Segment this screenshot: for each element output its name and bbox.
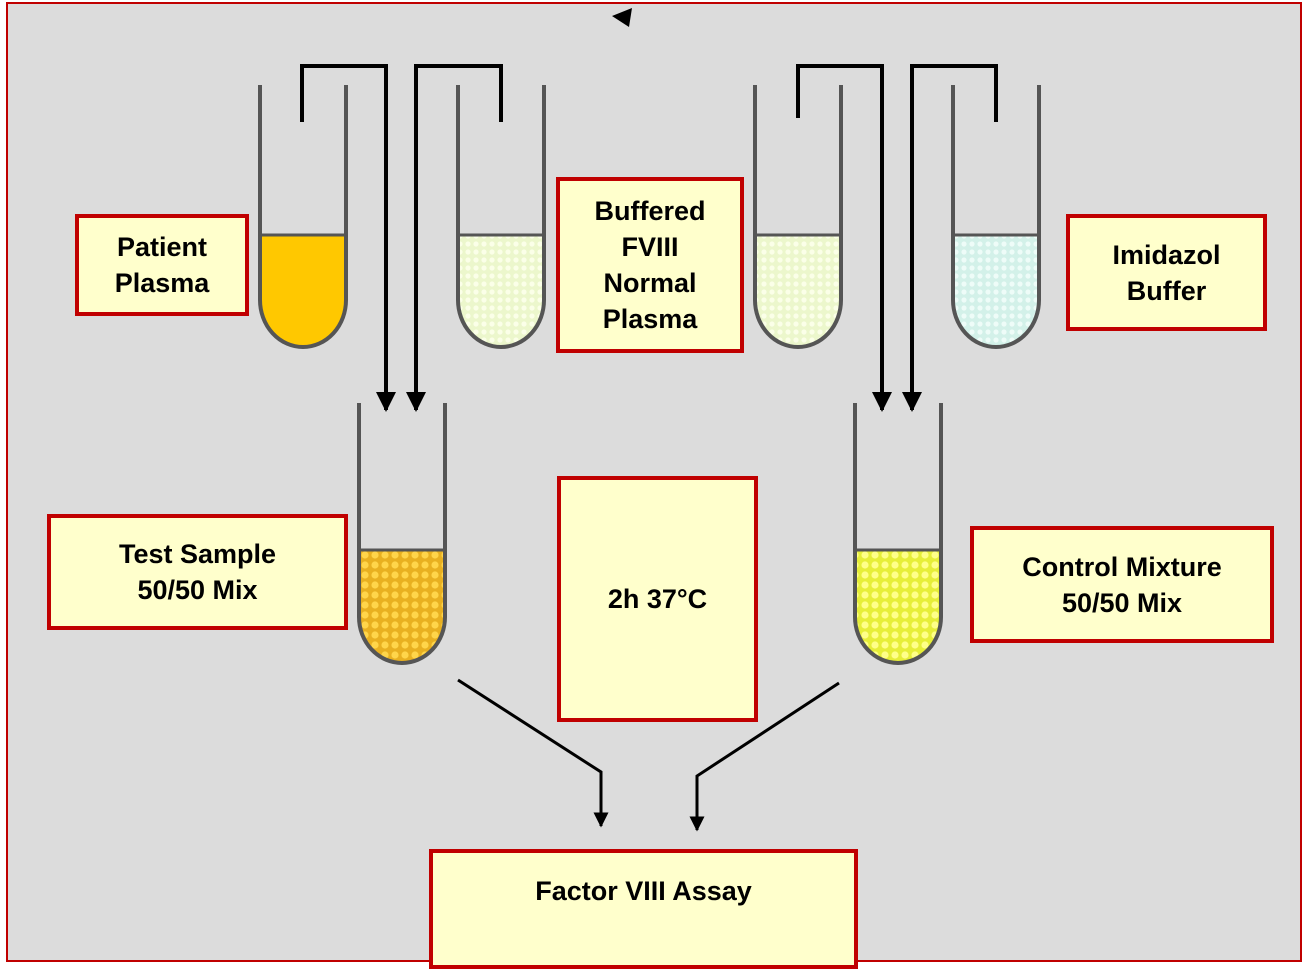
imidazol-buffer-label: Imidazol Buffer [1066, 214, 1267, 331]
tube-test-sample [357, 403, 447, 665]
top-arrowhead-icon [612, 8, 632, 27]
pipette-lines-right [796, 64, 998, 412]
tube-imidazol-buffer [951, 85, 1041, 349]
tube-normal-plasma-left [456, 85, 546, 349]
buffered-normal-plasma-label: Buffered FVIII Normal Plasma [556, 177, 744, 353]
test-sample-label: Test Sample 50/50 Mix [47, 514, 348, 630]
tube-patient-plasma [258, 85, 348, 349]
tube-normal-plasma-right [753, 85, 843, 349]
patient-plasma-label: Patient Plasma [75, 214, 249, 316]
incubation-label: 2h 37°C [557, 476, 758, 722]
control-mixture-label: Control Mixture 50/50 Mix [970, 526, 1274, 643]
tube-control-mixture [853, 403, 943, 665]
arrows-to-assay [457, 678, 840, 832]
pipette-lines-left [300, 64, 503, 412]
factor-viii-assay-label: Factor VIII Assay [429, 849, 858, 969]
